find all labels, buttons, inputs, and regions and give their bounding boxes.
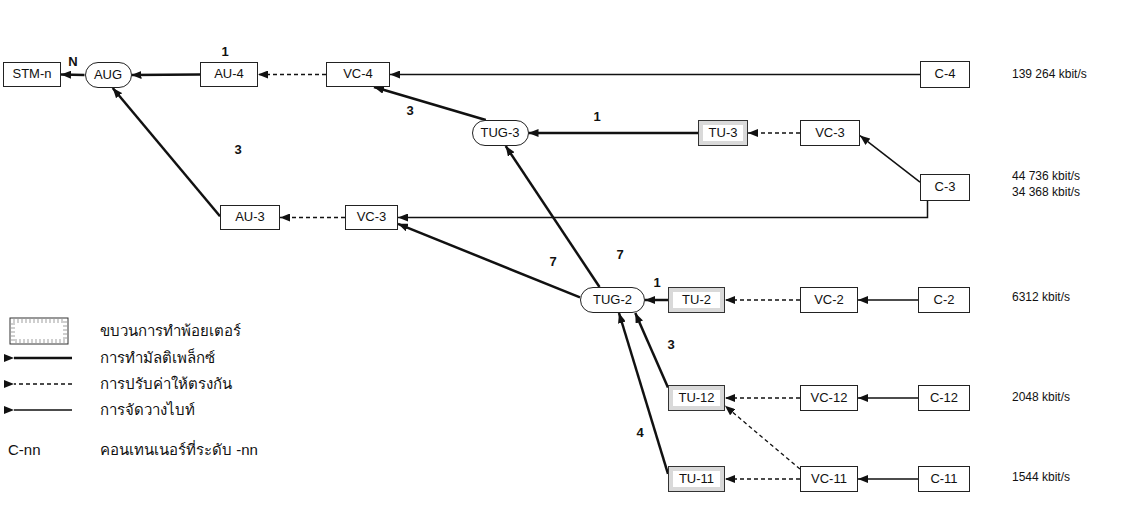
node-label: TU-2 <box>682 293 711 307</box>
node-label: VC-2 <box>814 293 844 307</box>
mapping-arrow <box>858 299 918 301</box>
node-label: TUG-2 <box>593 293 632 307</box>
align-arrow <box>725 397 800 398</box>
bit-rate: 44 736 kbit/s <box>1012 170 1080 183</box>
node-label: TU-12 <box>678 391 714 405</box>
container-box: C-11 <box>918 466 970 492</box>
legend-text: ขบวนการทำพ้อยเตอร์ <box>100 322 241 340</box>
node-label: VC-11 <box>811 472 847 486</box>
pointer-sample <box>10 318 68 344</box>
bit-rate: 34 368 kbit/s <box>1012 186 1080 199</box>
align-sample <box>14 383 72 384</box>
legend-text: การปรับค่าให้ตรงกัน <box>100 375 232 393</box>
legend-key: C-nn <box>8 442 41 459</box>
align-arrow <box>725 478 800 479</box>
container-box: C-2 <box>918 287 970 313</box>
multiplex-arrow <box>635 313 668 388</box>
bit-rate: 2048 kbit/s <box>1012 391 1070 404</box>
container-box: VC-11 <box>800 466 858 492</box>
bit-rate: 6312 kbit/s <box>1012 291 1070 304</box>
node-label: TU-11 <box>679 472 714 486</box>
pointer-box: TU-3 <box>698 120 748 146</box>
multiplex-arrow <box>645 299 668 302</box>
align-arrow <box>258 74 326 75</box>
multiplex-factor: 3 <box>404 104 415 118</box>
node-label: AUG <box>94 68 122 82</box>
multiplex-factor: N <box>66 55 79 69</box>
group-oval: TUG-2 <box>580 287 645 313</box>
multiplex-arrow <box>132 73 201 76</box>
align-arrow <box>725 299 800 300</box>
node-label: AU-4 <box>214 67 244 81</box>
multiplex-factor: 7 <box>614 248 625 262</box>
multiplex-arrow <box>113 88 220 216</box>
multiplex-sample <box>14 357 72 360</box>
bit-rate: 139 264 kbit/s <box>1012 68 1087 81</box>
unit-box: AU-4 <box>200 62 258 87</box>
frame-box: STM-n <box>3 62 61 87</box>
group-oval: TUG-3 <box>472 120 529 146</box>
multiplex-factor: 1 <box>591 110 602 124</box>
node-label: VC-12 <box>811 391 848 405</box>
pointer-shade <box>13 321 65 341</box>
node-label: TUG-3 <box>481 126 520 140</box>
node-label: VC-3 <box>357 210 387 224</box>
bit-rate: 1544 kbit/s <box>1012 471 1070 484</box>
align-arrow <box>748 132 800 133</box>
container-box: VC-4 <box>326 62 390 87</box>
container-box: VC-2 <box>800 287 858 313</box>
align-arrow <box>725 406 800 469</box>
mapping-arrow <box>390 74 920 76</box>
mapping-arrow <box>858 397 918 399</box>
legend-text: การจัดวางไบท์ <box>100 401 195 419</box>
multiplex-arrow <box>529 132 699 135</box>
node-label: C-12 <box>930 391 958 405</box>
mapping-sample <box>14 409 72 411</box>
node-label: AU-3 <box>235 210 265 224</box>
multiplex-arrow <box>506 146 600 287</box>
multiplex-arrow <box>61 73 85 76</box>
multiplex-factor: 1 <box>651 276 662 290</box>
multiplex-factor: 3 <box>232 143 243 157</box>
multiplex-factor: 7 <box>547 255 558 269</box>
mapping-arrow <box>860 136 920 183</box>
node-label: VC-3 <box>815 126 845 140</box>
container-box: C-12 <box>918 385 970 411</box>
mapping-arrow <box>858 478 918 480</box>
align-arrow <box>280 217 345 218</box>
pointer-box: TU-12 <box>668 385 725 411</box>
node-label: STM-n <box>13 67 52 81</box>
container-box: C-4 <box>920 61 970 88</box>
node-label: C-4 <box>935 67 956 81</box>
multiplex-arrow <box>374 87 486 120</box>
node-label: TU-3 <box>709 126 738 140</box>
multiplex-arrow <box>619 313 668 474</box>
node-label: C-11 <box>930 472 957 486</box>
unit-box: AU-3 <box>220 205 280 230</box>
pointer-box: TU-11 <box>668 466 725 492</box>
node-label: C-2 <box>934 293 955 307</box>
multiplex-arrow <box>398 224 580 298</box>
multiplex-factor: 4 <box>634 426 645 440</box>
container-box: VC-12 <box>800 385 858 411</box>
multiplex-factor: 1 <box>219 45 230 59</box>
container-box: VC-3 <box>345 205 398 230</box>
pointer-box: TU-2 <box>668 287 725 313</box>
legend-text: คอนเทนเนอร์ที่ระดับ -nn <box>100 441 258 459</box>
mapping-arrow <box>398 201 928 218</box>
node-label: C-3 <box>935 180 956 194</box>
container-box: VC-3 <box>800 120 860 146</box>
group-oval: AUG <box>85 62 132 88</box>
legend-text: การทำมัลติเพล็กซ์ <box>100 349 215 367</box>
node-label: VC-4 <box>343 67 373 81</box>
multiplex-factor: 3 <box>665 338 676 352</box>
container-box: C-3 <box>920 174 970 201</box>
